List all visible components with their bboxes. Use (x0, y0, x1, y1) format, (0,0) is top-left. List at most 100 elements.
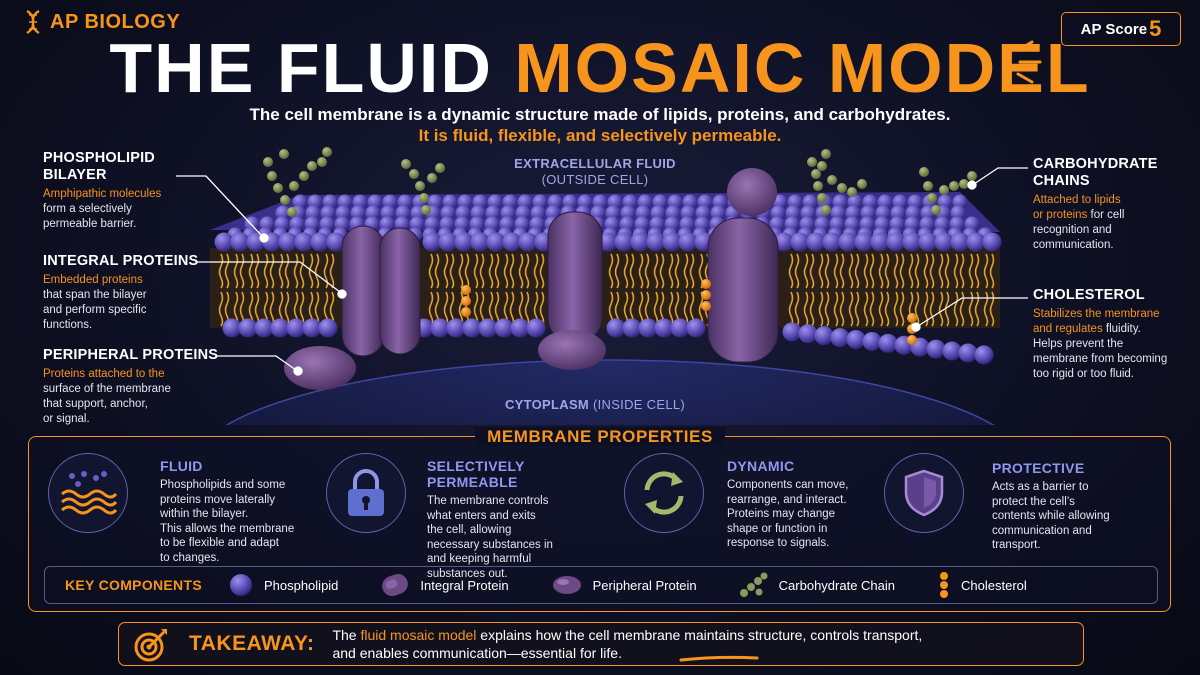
phospholipid-head (902, 232, 922, 252)
property-fluid: FLUID Phospholipids and some proteins mo… (160, 458, 295, 564)
lipid-tail (809, 253, 815, 289)
cycle-arrows-icon (624, 453, 704, 533)
shield-icon (884, 453, 964, 533)
phospholipid-head (302, 318, 322, 338)
phospholipid-icon (229, 574, 252, 596)
dna-icon (26, 10, 40, 34)
integral-protein-icon (382, 573, 409, 597)
phospholipid-head (974, 345, 994, 365)
lipid-tail (974, 253, 980, 289)
lipid-tail (218, 291, 224, 327)
key-integral-protein: Integral Protein (380, 572, 509, 598)
lipid-tail (668, 253, 674, 289)
phospholipid-head (950, 232, 970, 252)
carbohydrate-chain-2 (401, 159, 445, 215)
lipid-tail (269, 253, 275, 289)
integral-protein-3 (707, 168, 779, 363)
lipid-tail (503, 253, 509, 289)
sparkle-icon (1016, 40, 1042, 84)
phospholipid-head (806, 232, 826, 252)
lipid-tail (524, 291, 530, 327)
lipid-tail (833, 253, 839, 289)
lipid-tail (878, 291, 884, 327)
lipid-tail (629, 253, 635, 289)
phospholipid-head (830, 328, 850, 348)
phospholipid-head (918, 232, 938, 252)
phospholipid-head (662, 232, 682, 252)
phospholipid-head (350, 205, 366, 221)
lipid-tail (848, 291, 854, 327)
label-cholesterol: CHOLESTEROL Stabilizes the membrane and … (1033, 287, 1168, 380)
phospholipid-head (638, 318, 658, 338)
lipid-tail (854, 253, 860, 289)
phospholipid-head (822, 232, 842, 252)
phospholipid-head (455, 205, 471, 221)
phospholipid-head (275, 205, 291, 221)
phospholipid-head (454, 232, 474, 252)
phospholipid-head (886, 232, 906, 252)
lipid-tail (893, 291, 899, 327)
lipid-tail (833, 291, 839, 327)
phospholipid-head (486, 232, 506, 252)
phospholipid-head (926, 339, 946, 359)
leader-integral (196, 261, 341, 293)
phospholipid-head (518, 232, 538, 252)
phospholipid-head (890, 205, 906, 221)
phospholipid-head (470, 205, 486, 221)
label-peripheral-proteins: PERIPHERAL PROTEINS Proteins attached to… (43, 347, 219, 425)
lipid-tail (428, 291, 434, 327)
phospholipid-head (845, 205, 861, 221)
phospholipid-head (270, 318, 290, 338)
lipid-tail (428, 253, 434, 289)
subtitle: The cell membrane is a dynamic structure… (0, 104, 1200, 146)
phospholipid-head (502, 232, 522, 252)
badge-number: 5 (1149, 16, 1162, 41)
lipid-tail (884, 253, 890, 289)
lipid-tail (929, 253, 935, 289)
lipid-tail (863, 291, 869, 327)
lipid-tail (299, 253, 305, 289)
lipid-tail (929, 291, 935, 327)
phospholipid-head (335, 205, 351, 221)
lipid-tail (233, 253, 239, 289)
phospholipid-head (365, 205, 381, 221)
phospholipid-head (478, 318, 498, 338)
phospholipid-head (446, 318, 466, 338)
front-heads-lower (222, 318, 994, 365)
lipid-tail (923, 253, 929, 289)
lipid-tail (953, 291, 959, 327)
lipid-tail (659, 253, 665, 289)
fluid-icon (48, 453, 128, 533)
lipid-tail (953, 253, 959, 289)
cytoplasm-area (225, 359, 995, 425)
brand-label: AP BIOLOGY (50, 10, 181, 33)
phospholipid-head (710, 205, 726, 221)
cholesterol-1 (461, 285, 471, 317)
lipid-tail (653, 253, 659, 289)
phospholipid-head (654, 318, 674, 338)
lipid-tail (299, 291, 305, 327)
phospholipid-head (966, 232, 986, 252)
leader-cholesterol (917, 297, 1028, 327)
phospholipid-head (440, 205, 456, 221)
carbohydrate-chain-icon (739, 572, 768, 597)
lipid-tail (794, 253, 800, 289)
lipid-tail (248, 253, 254, 289)
lipid-tail (608, 253, 614, 289)
phospholipid-head (770, 205, 786, 221)
ap-score-badge: AP Score 5 (1061, 12, 1181, 46)
lipid-tail (989, 253, 995, 289)
phospholipid-head (286, 318, 306, 338)
lipid-tail (803, 253, 809, 289)
key-components-title: KEY COMPONENTS (65, 577, 202, 593)
subtitle-line-1: The cell membrane is a dynamic structure… (249, 105, 951, 124)
lipid-tail (848, 253, 854, 289)
phospholipid-head (310, 232, 330, 252)
lipid-tail (689, 253, 695, 289)
key-cholesterol: Cholesterol (937, 571, 1027, 599)
lipid-tail (239, 253, 245, 289)
key-peripheral-protein: Peripheral Protein (551, 574, 697, 596)
lipid-tail (464, 253, 470, 289)
phospholipid-head (774, 232, 794, 252)
lipid-tail (788, 291, 794, 327)
